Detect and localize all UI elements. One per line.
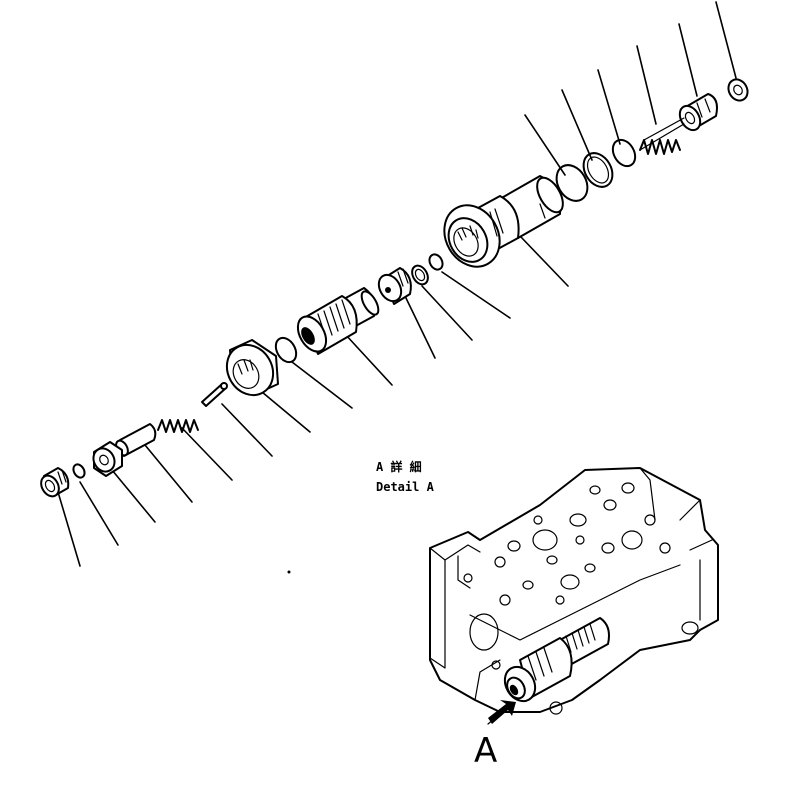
washer-top: [727, 78, 749, 102]
oring-mid: [274, 336, 298, 364]
valve-body: [443, 175, 564, 268]
spring-top: [639, 117, 685, 155]
leader-oring-low: [79, 481, 119, 546]
sleeve: [296, 287, 380, 355]
leader-sleeve: [344, 333, 393, 386]
leader-valve-body: [519, 235, 569, 287]
plug-top: [678, 93, 718, 132]
leader-oring-body: [441, 271, 511, 319]
valve-assembly: [429, 467, 719, 715]
parts: [40, 78, 749, 498]
leader-ring-seat: [421, 285, 473, 341]
leader-oring-small-top: [597, 69, 621, 145]
needle: [201, 382, 228, 407]
leader-pin: [144, 444, 193, 503]
leader-spring-top: [636, 45, 657, 125]
view-arrow: [487, 700, 516, 725]
nut-large: [225, 339, 279, 397]
leader-locknut: [111, 469, 156, 523]
view-letter: A: [474, 731, 498, 771]
leader-lines: [57, 1, 737, 567]
detail-label-en: Detail A: [376, 480, 434, 494]
oring-low: [72, 463, 86, 479]
oring-small-top: [611, 138, 637, 168]
oring-body: [428, 253, 444, 271]
locknut: [92, 441, 123, 477]
poppet: [377, 267, 412, 305]
detail-label-jp: A 詳 細: [376, 460, 422, 474]
pin: [115, 423, 157, 457]
oring-large: [555, 164, 589, 202]
cap: [40, 467, 70, 498]
ring-seat: [411, 264, 429, 286]
leader-cap: [57, 491, 81, 567]
leader-poppet: [404, 295, 436, 359]
assembly-holes: [463, 482, 699, 715]
leader-oring-large: [524, 114, 566, 176]
leader-backup-ring: [561, 89, 593, 161]
backup-ring: [582, 152, 614, 188]
leader-nut: [261, 391, 311, 433]
leader-needle: [221, 403, 273, 457]
leader-oring-mid: [291, 361, 353, 409]
spring-low: [157, 419, 199, 433]
assembly-relief-valve: [503, 617, 610, 703]
leader-washer-top: [715, 1, 737, 79]
leader-plug-top: [678, 23, 698, 97]
stray-dot: [287, 570, 291, 574]
leader-spring-low: [181, 427, 233, 481]
